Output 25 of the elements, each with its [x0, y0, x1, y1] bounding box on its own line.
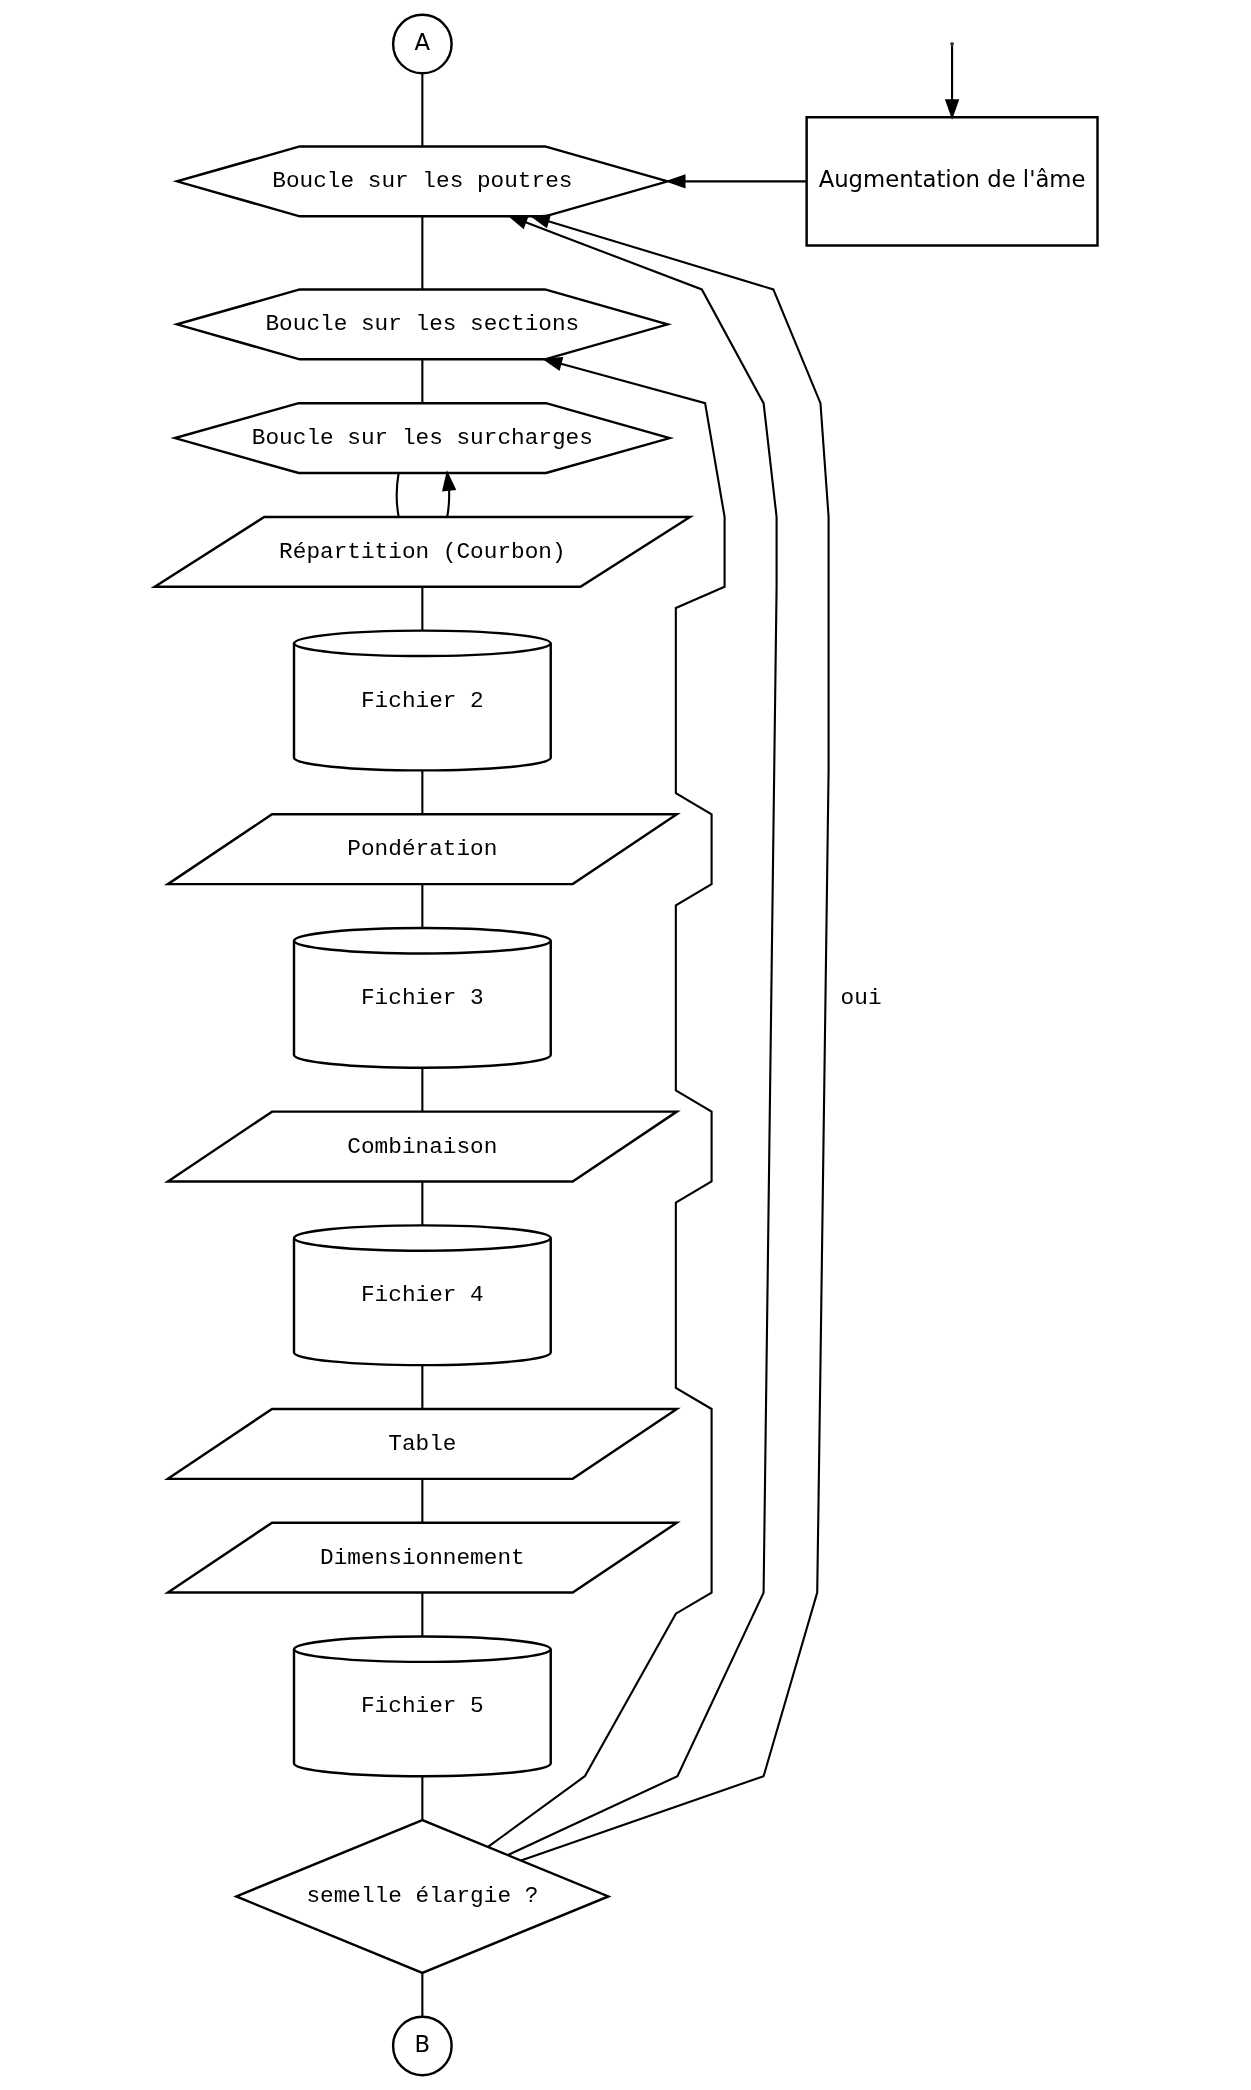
node-circle: A	[391, 13, 453, 75]
connector	[420, 359, 423, 403]
arrow	[664, 174, 806, 189]
connector	[420, 1365, 423, 1409]
connector	[420, 587, 423, 631]
connector	[395, 473, 400, 517]
arrow	[520, 214, 830, 1862]
connector	[420, 1181, 423, 1226]
arrow	[944, 45, 959, 120]
connector	[420, 1776, 423, 1820]
arrow	[486, 357, 726, 1848]
arrow	[506, 215, 778, 1856]
connector	[420, 216, 423, 290]
connector	[420, 1067, 423, 1112]
node-circle: B	[391, 2015, 453, 2077]
connector	[420, 1479, 423, 1523]
connector	[420, 73, 423, 147]
connector	[420, 1972, 423, 2017]
node-diamond: semelle élargie ?	[232, 1818, 612, 1975]
connector	[420, 770, 423, 814]
edge-label: oui	[840, 984, 882, 1011]
connector	[420, 884, 423, 928]
node-box: Augmentation de l'âme	[804, 115, 1099, 247]
arrow	[441, 470, 456, 517]
connector	[420, 1593, 423, 1637]
